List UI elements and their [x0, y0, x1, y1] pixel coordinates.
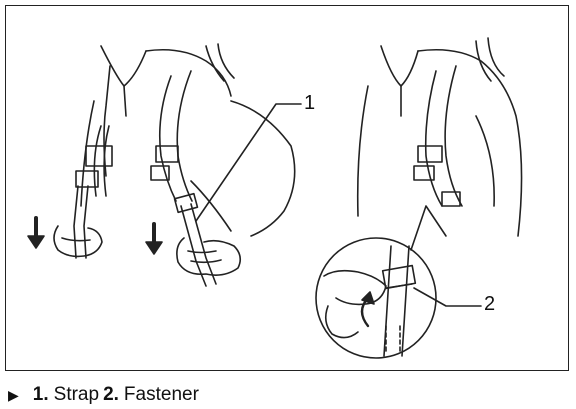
figure-caption: ▶ 1. Strap 2. Fastener	[8, 384, 203, 406]
fastener-detail-inset	[315, 205, 482, 359]
strap-adjustment-illustration	[27, 37, 523, 359]
play-triangle-icon: ▶	[8, 386, 19, 403]
caption-item-2-label: Fastener	[123, 384, 199, 405]
callout-number-2: 2	[484, 293, 496, 315]
left-person-drawing	[27, 43, 302, 287]
caption-item-1-label: Strap	[53, 384, 100, 405]
callout-number-1: 1	[304, 92, 316, 114]
caption-item-2-number: 2.	[103, 384, 119, 405]
illustration-frame: 1 2	[5, 5, 569, 371]
caption-item-1-number: 1.	[32, 384, 49, 405]
right-person-drawing	[356, 37, 523, 237]
